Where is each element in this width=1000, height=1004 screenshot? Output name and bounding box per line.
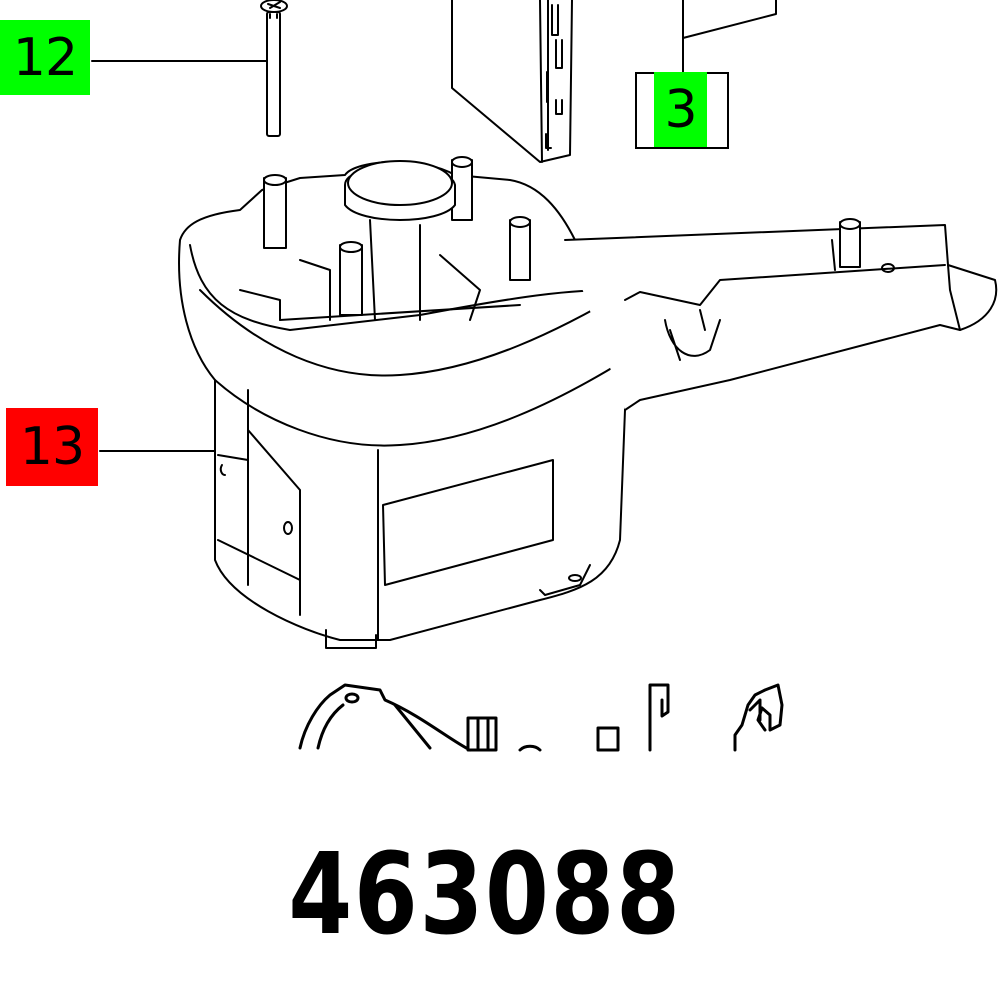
housing-drawing bbox=[178, 156, 638, 649]
callout-3: 3 bbox=[654, 72, 707, 147]
part-number: 463088 bbox=[288, 830, 682, 960]
callout-13: 13 bbox=[6, 408, 98, 486]
lower-components-drawing bbox=[298, 683, 784, 752]
handle-drawing bbox=[564, 218, 998, 411]
callout-12: 12 bbox=[0, 20, 90, 95]
circuit-board-drawing bbox=[451, 0, 777, 163]
screw-drawing bbox=[260, 0, 288, 137]
